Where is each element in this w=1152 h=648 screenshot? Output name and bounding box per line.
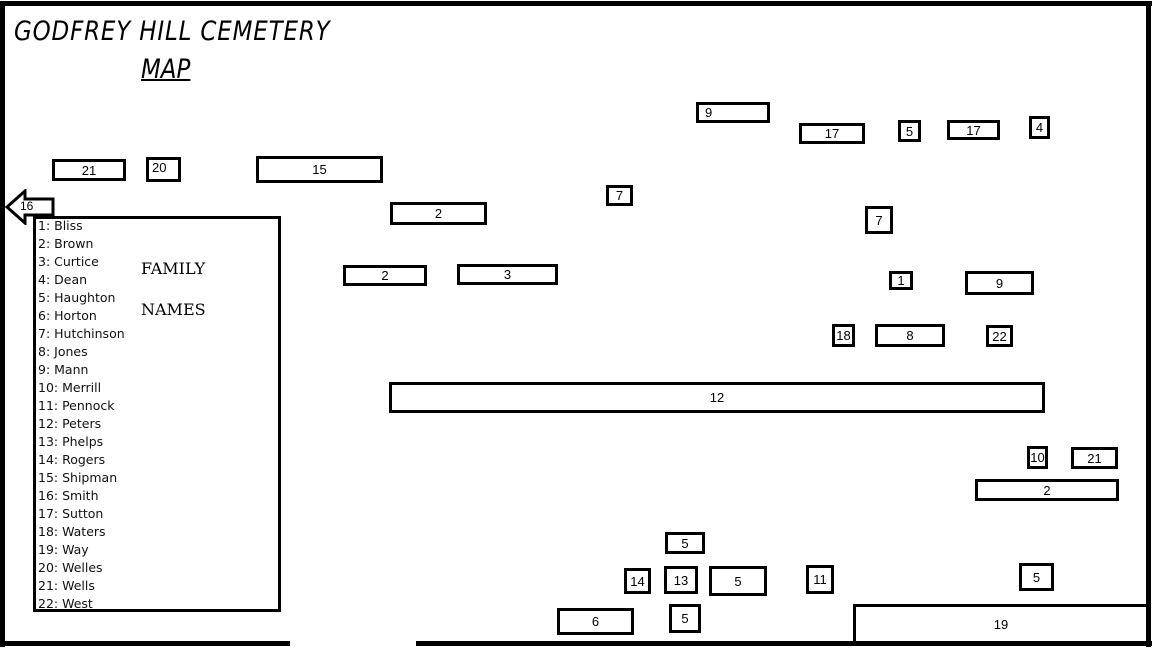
legend-item: 7: Hutchinson [38, 326, 125, 341]
plot-family-number: 10 [1030, 450, 1045, 465]
legend-item: 8: Jones [38, 344, 88, 359]
burial-plot: 6 [557, 608, 634, 635]
family-names-legend: FAMILY NAMES 1: Bliss 2: Brown 3: Curtice 4… [33, 216, 281, 612]
legend-item: 4: Dean [38, 272, 88, 287]
burial-plot: 21 [1071, 447, 1118, 469]
legend-heading-names: NAMES [141, 300, 206, 319]
legend-heading-family: FAMILY [141, 259, 206, 278]
burial-plot: 5 [709, 566, 767, 596]
map-border-bottom-right [416, 641, 1152, 646]
legend-item: 21: Wells [38, 578, 95, 593]
burial-plot: 5 [665, 532, 705, 554]
plot-family-number: 17 [824, 126, 840, 141]
plot-family-number: 7 [875, 212, 883, 228]
burial-plot: 13 [664, 566, 698, 594]
burial-plot: 7 [606, 185, 633, 206]
burial-plot: 3 [457, 264, 558, 285]
plot-family-number: 4 [1035, 120, 1044, 135]
legend-item: 20: Welles [38, 560, 103, 575]
legend-item: 13: Phelps [38, 434, 104, 449]
plot-family-number: 17 [966, 122, 981, 138]
burial-plot: 5 [898, 120, 921, 142]
legend-item: 10: Merrill [38, 380, 102, 395]
plot-family-number: 5 [681, 611, 689, 626]
plot-family-number: 3 [503, 267, 512, 282]
plot-family-number: 9 [995, 275, 1004, 291]
map-subtitle: MAP [141, 54, 191, 85]
plot-family-number: 5 [1032, 569, 1041, 585]
burial-plot: 2 [343, 265, 427, 286]
plot-family-number: 15 [312, 162, 327, 177]
burial-plot: 17 [799, 123, 865, 144]
legend-item: 12: Peters [38, 416, 102, 431]
legend-item: 14: Rogers [38, 452, 106, 467]
plot-family-number: 14 [630, 573, 645, 589]
plot-family-number: 2 [381, 268, 389, 283]
exit-arrow-label: 16 [20, 199, 34, 213]
plot-family-number: 12 [709, 390, 725, 405]
burial-plot: 17 [947, 120, 1000, 140]
legend-item: 2: Brown [38, 236, 94, 251]
burial-plot: 10 [1027, 446, 1048, 469]
plot-family-number: 2 [434, 206, 443, 221]
exit-arrow-icon [5, 189, 55, 225]
burial-plot: 22 [986, 325, 1013, 347]
burial-plot: 2 [390, 202, 487, 225]
map-border-right [1146, 1, 1151, 647]
burial-plot: 15 [256, 156, 383, 183]
burial-plot: 9 [965, 271, 1034, 295]
burial-plot: 8 [875, 324, 945, 347]
map-border-top [0, 1, 1152, 6]
burial-plot: 21 [52, 159, 126, 181]
plot-family-number: 19 [993, 616, 1009, 632]
burial-plot: 11 [806, 565, 834, 594]
plot-family-number: 20 [152, 160, 167, 175]
plot-family-number: 9 [705, 105, 713, 120]
map-border-bottom-left [0, 641, 290, 646]
burial-plot: 7 [865, 206, 893, 234]
burial-plot: 4 [1029, 116, 1050, 139]
legend-item: 22: West [38, 596, 93, 611]
burial-plot: 12 [389, 382, 1045, 413]
burial-plot: 5 [669, 604, 701, 633]
plot-family-number: 1 [897, 273, 905, 288]
legend-item: 6: Horton [38, 308, 97, 323]
plot-family-number: 18 [836, 328, 851, 343]
burial-plot: 19 [853, 604, 1149, 644]
plot-family-number: 2 [1043, 482, 1051, 498]
legend-item: 15: Shipman [38, 470, 118, 485]
plot-family-number: 5 [734, 573, 742, 589]
plot-family-number: 13 [673, 572, 689, 588]
plot-family-number: 21 [81, 162, 97, 178]
burial-plot: 9 [696, 102, 770, 123]
legend-item: 17: Sutton [38, 506, 104, 521]
burial-plot: 14 [624, 568, 651, 594]
burial-plot: 20 [146, 157, 181, 182]
burial-plot: 18 [832, 324, 855, 347]
plot-family-number: 5 [905, 123, 914, 139]
burial-plot: 1 [889, 271, 913, 290]
burial-plot: 5 [1019, 563, 1054, 591]
plot-family-number: 7 [615, 188, 624, 203]
legend-item: 16: Smith [38, 488, 99, 503]
plot-family-number: 22 [992, 328, 1007, 344]
plot-family-number: 6 [591, 614, 600, 629]
plot-family-number: 5 [681, 535, 689, 551]
map-title: GODFREY HILL CEMETERY [14, 16, 331, 47]
legend-item: 5: Haughton [38, 290, 116, 305]
plot-family-number: 11 [813, 572, 827, 587]
legend-item: 11: Pennock [38, 398, 115, 413]
map-border-left [0, 1, 5, 647]
plot-family-number: 8 [906, 328, 914, 343]
legend-item: 18: Waters [38, 524, 106, 539]
plot-family-number: 21 [1087, 450, 1102, 466]
legend-item: 19: Way [38, 542, 89, 557]
legend-item: 1: Bliss [38, 218, 83, 233]
burial-plot: 2 [975, 479, 1119, 501]
legend-item: 3: Curtice [38, 254, 99, 269]
legend-item: 9: Mann [38, 362, 89, 377]
